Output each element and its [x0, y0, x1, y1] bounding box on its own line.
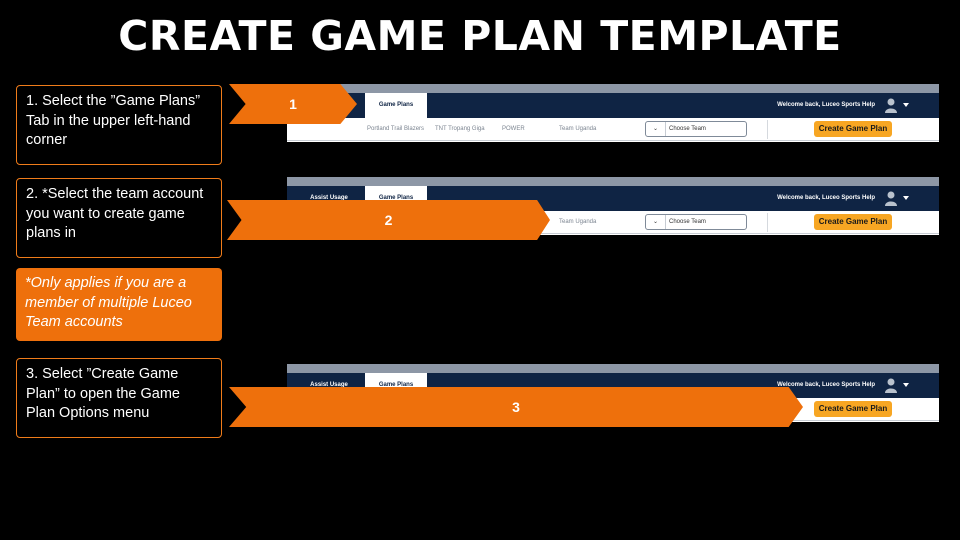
user-avatar-icon[interactable] [883, 377, 899, 393]
team-link-uganda[interactable]: Team Uganda [559, 126, 597, 132]
top-strip [287, 364, 939, 373]
create-game-plan-button[interactable]: Create Game Plan [814, 121, 892, 137]
screenshot-2: Assist Usage Game Plans Welcome back, Lu… [287, 177, 939, 235]
chevron-down-icon: ⌄ [646, 215, 666, 229]
welcome-text: Welcome back, Luceo Sports Help [777, 102, 875, 108]
tab-game-plans[interactable]: Game Plans [365, 93, 427, 118]
create-game-plan-button[interactable]: Create Game Plan [814, 401, 892, 417]
page-title: CREATE GAME PLAN TEMPLATE [118, 12, 842, 60]
tab-assist-usage[interactable]: Assist Usage [310, 195, 348, 201]
team-bar: Portland Trail Blazers TNT Tropang Giga … [287, 118, 939, 141]
caret-down-icon[interactable] [903, 383, 909, 387]
create-game-plan-button[interactable]: Create Game Plan [814, 214, 892, 230]
team-select-value: Choose Team [669, 126, 706, 132]
step-2-box: 2. *Select the team account you want to … [16, 178, 222, 258]
welcome-text: Welcome back, Luceo Sports Help [777, 382, 875, 388]
step-1-box: 1. Select the ”Game Plans” Tab in the up… [16, 85, 222, 165]
arrow-step-3: 3 [229, 387, 803, 427]
screenshot-1: Game Plans Welcome back, Luceo Sports He… [287, 84, 939, 142]
top-strip [287, 177, 939, 186]
team-link-uganda[interactable]: Team Uganda [559, 219, 597, 225]
caret-down-icon[interactable] [903, 103, 909, 107]
user-avatar-icon[interactable] [883, 190, 899, 206]
chevron-down-icon: ⌄ [646, 122, 666, 136]
caret-down-icon[interactable] [903, 196, 909, 200]
navbar: Game Plans Welcome back, Luceo Sports He… [287, 93, 939, 118]
divider [767, 120, 768, 139]
arrow-step-2: 2 [227, 200, 550, 240]
team-link-portland[interactable]: Portland Trail Blazers [367, 126, 425, 132]
welcome-text: Welcome back, Luceo Sports Help [777, 195, 875, 201]
note-box: *Only applies if you are a member of mul… [16, 268, 222, 341]
team-select-value: Choose Team [669, 219, 706, 225]
step-3-box: 3. Select ”Create Game Plan” to open the… [16, 358, 222, 438]
arrow-step-1: 1 [229, 84, 357, 124]
team-select[interactable]: ⌄ Choose Team [645, 214, 747, 230]
top-strip [287, 84, 939, 93]
team-link-power[interactable]: POWER [502, 126, 525, 132]
divider [767, 213, 768, 232]
team-select[interactable]: ⌄ Choose Team [645, 121, 747, 137]
team-link-tnt[interactable]: TNT Tropang Giga [435, 126, 485, 132]
tab-assist-usage[interactable]: Assist Usage [310, 382, 348, 388]
user-avatar-icon[interactable] [883, 97, 899, 113]
